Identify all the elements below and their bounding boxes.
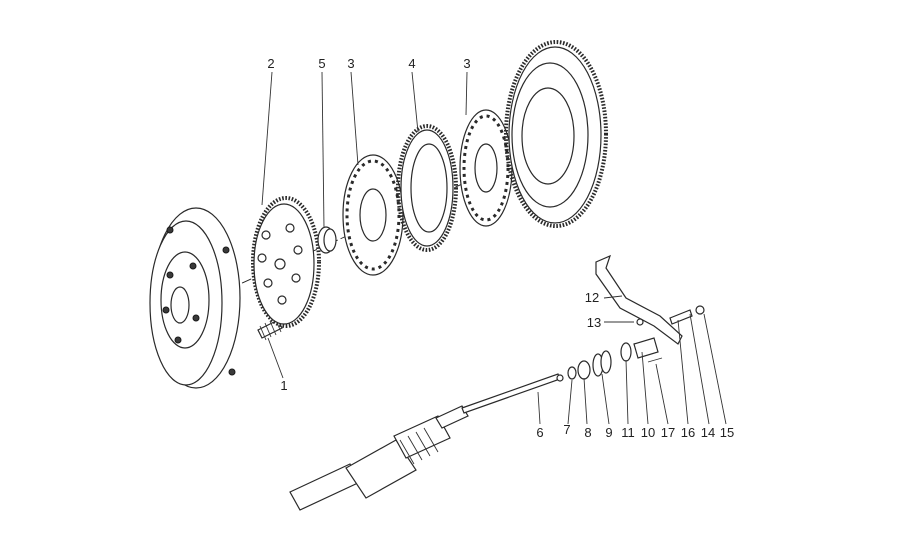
callout-6: 6: [536, 425, 543, 440]
callout-1: 1: [280, 378, 287, 393]
callout-12: 12: [585, 290, 599, 305]
callout-15: 15: [720, 425, 734, 440]
driven-plate-a: [342, 154, 404, 276]
flywheel-housing: [149, 207, 241, 389]
callout-3b: 3: [463, 56, 470, 71]
callout-7: 7: [563, 422, 570, 437]
callout-16: 16: [681, 425, 695, 440]
callout-3a: 3: [347, 56, 354, 71]
callout-8: 8: [584, 425, 591, 440]
callout-13: 13: [587, 315, 601, 330]
callout-5: 5: [318, 56, 325, 71]
callout-10: 10: [641, 425, 655, 440]
ring-gear: [504, 40, 608, 228]
hub-nut: [317, 226, 337, 254]
leader-lines: [261, 71, 727, 425]
intermediate-plate: [396, 124, 458, 252]
input-shaft: [289, 373, 564, 511]
pressure-plate: [251, 196, 321, 328]
callout-11: 11: [621, 425, 635, 440]
callout-9: 9: [605, 425, 612, 440]
callout-17: 17: [661, 425, 675, 440]
callout-4: 4: [408, 56, 415, 71]
release-bearing-group: [567, 337, 663, 380]
callout-14: 14: [701, 425, 715, 440]
callout-2: 2: [267, 56, 274, 71]
release-fork: [595, 254, 705, 345]
